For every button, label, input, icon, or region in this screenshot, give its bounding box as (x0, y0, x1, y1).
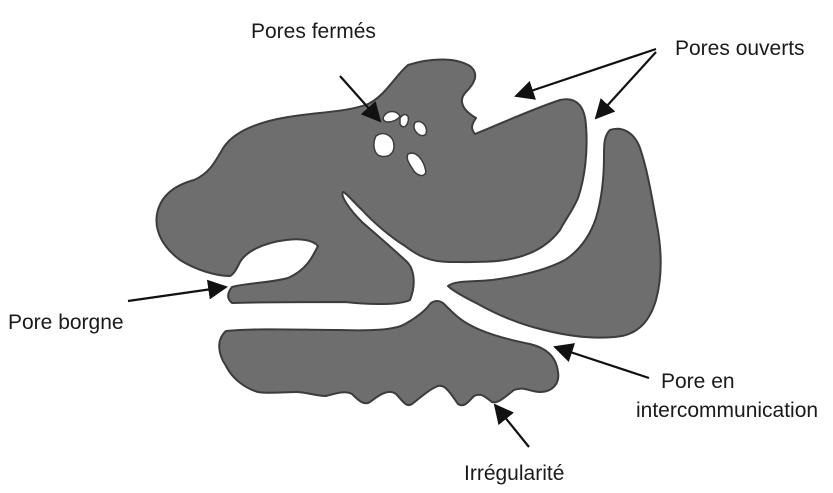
arrow-open-pores-right (596, 52, 656, 118)
label-blind-pore: Pore borgne (8, 310, 124, 336)
label-interconnected-pore-line2: intercommunication (636, 398, 818, 424)
arrow-open-pores-left (516, 49, 656, 96)
arrow-blind-pore (128, 287, 226, 301)
main-material-body (156, 60, 586, 305)
label-closed-pores: Pores fermés (251, 19, 376, 45)
label-interconnected-pore-line1: Pore en (661, 369, 735, 395)
closed-pore-4 (374, 134, 394, 157)
label-irregularity: Irrégularité (464, 461, 564, 487)
label-open-pores: Pores ouverts (675, 36, 805, 62)
arrow-interconnected-pore (555, 347, 649, 378)
closed-pore-2 (400, 115, 408, 127)
arrow-irregularity (495, 405, 529, 447)
